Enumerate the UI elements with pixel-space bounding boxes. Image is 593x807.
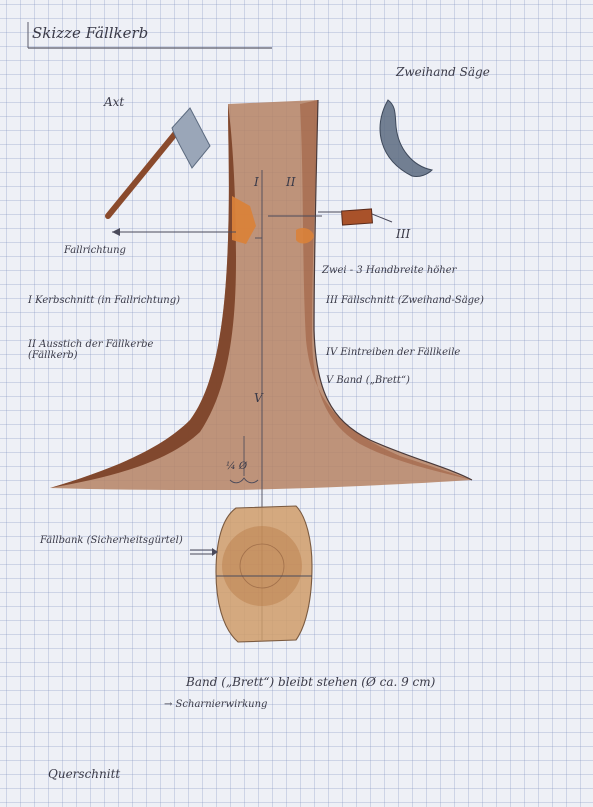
roman-v-mark: V: [254, 392, 263, 405]
legend-item-2: II Ausstich der Fällkerbe (Fällkerb): [28, 340, 198, 361]
wedge-arrow: [372, 214, 392, 222]
legend-num: IV: [326, 347, 337, 358]
fall-direction-arrowhead: [112, 228, 120, 236]
legend-item-5: V Band („Brett“): [326, 376, 410, 387]
legend-text: Eintreiben der Fällkeile: [340, 347, 460, 358]
legend-text: Ausstich der Fällkerbe (Fällkerb): [28, 339, 153, 361]
saw-blade: [380, 100, 432, 177]
bottom-note-band: Band („Brett“) bleibt stehen (Ø ca. 9 cm…: [186, 676, 435, 689]
legend-item-1: I Kerbschnitt (in Fallrichtung): [28, 296, 208, 307]
felling-wedge: [342, 209, 373, 225]
legend-item-4: IV Eintreiben der Fällkeile: [326, 348, 460, 359]
legend-text: Kerbschnitt (in Fallrichtung): [35, 295, 180, 306]
notch-height-label: ¼ Ø: [226, 462, 247, 473]
saw-label: Zweihand Säge: [396, 66, 490, 79]
axe-label: Axt: [104, 96, 124, 109]
cross-section-label: Querschnitt: [48, 768, 120, 781]
stump-rings: [222, 526, 302, 606]
legend-num: II: [28, 339, 36, 350]
legend-num: I: [28, 295, 32, 306]
bench-label: Fällbank (Sicherheitsgürtel): [40, 536, 188, 547]
sketch-title: Skizze Fällkerb: [32, 26, 148, 42]
roman-i-mark: I: [254, 176, 259, 189]
legend-item-3: III Fällschnitt (Zweihand-Säge): [326, 296, 496, 307]
legend-num: V: [326, 375, 333, 386]
legend-num: III: [326, 295, 338, 306]
bottom-note-hinge: → Scharnierwirkung: [164, 700, 267, 711]
fall-direction-label: Fallrichtung: [64, 246, 126, 257]
legend-text: Band („Brett“): [336, 375, 410, 386]
axe-head: [172, 108, 210, 168]
legend-text: Fällschnitt (Zweihand-Säge): [341, 295, 484, 306]
hand-width-note: Zwei - 3 Handbreite höher: [322, 266, 456, 277]
roman-iii-mark: III: [396, 228, 410, 241]
roman-ii-mark: II: [286, 176, 295, 189]
